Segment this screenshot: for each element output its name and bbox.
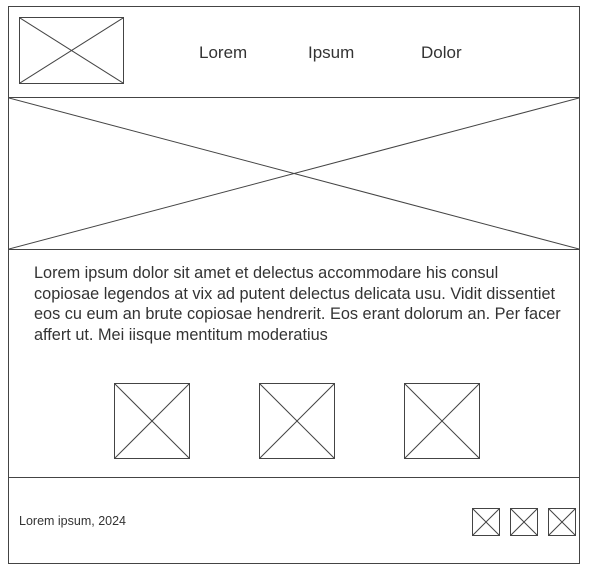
- social-placeholder-icon[interactable]: [548, 508, 576, 536]
- thumbnail-placeholder-icon[interactable]: [259, 383, 335, 459]
- logo-placeholder-icon[interactable]: [19, 17, 124, 84]
- body-paragraph: Lorem ipsum dolor sit amet et delectus a…: [34, 264, 561, 344]
- footer: Lorem ipsum, 2024: [9, 478, 579, 564]
- hero-banner: [9, 98, 579, 250]
- thumbnail-placeholder-icon[interactable]: [114, 383, 190, 459]
- thumbnail-placeholder-icon[interactable]: [404, 383, 480, 459]
- header: Lorem Ipsum Dolor: [9, 7, 579, 98]
- social-placeholder-icon[interactable]: [510, 508, 538, 536]
- copyright-text: Lorem ipsum, 2024: [19, 514, 127, 528]
- nav-link-dolor[interactable]: Dolor: [421, 43, 462, 62]
- hero-image-placeholder-icon: [9, 98, 579, 249]
- nav-link-ipsum[interactable]: Ipsum: [308, 43, 355, 62]
- social-placeholder-icon[interactable]: [472, 508, 500, 536]
- content-section: Lorem ipsum dolor sit amet et delectus a…: [9, 250, 579, 478]
- wireframe-page: Lorem Ipsum Dolor Lorem ipsum dolor sit …: [8, 6, 580, 564]
- nav-link-lorem[interactable]: Lorem: [199, 43, 248, 62]
